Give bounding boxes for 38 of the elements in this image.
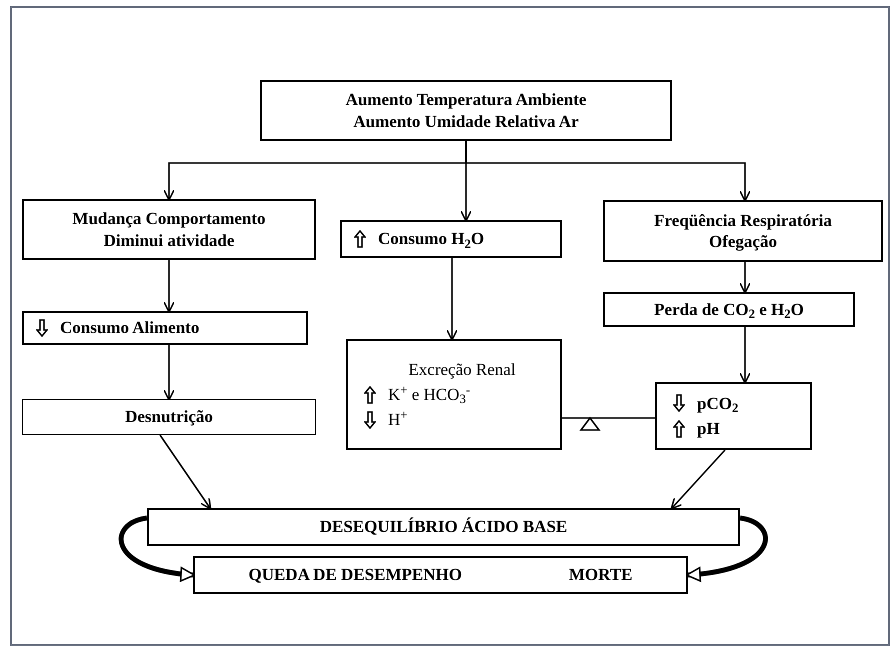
- process-box: [340, 220, 562, 258]
- node-text: Aumento Umidade Relativa Ar: [353, 110, 579, 132]
- process-box: [147, 508, 740, 546]
- arrow: [670, 449, 726, 510]
- node-text: Perda de CO$_{2}$ e H$_{2}$O: [654, 298, 804, 320]
- node-text: DESEQUILÍBRIO ÁCIDO BASE: [320, 516, 568, 538]
- node-text: H$^{+}$: [388, 409, 408, 430]
- process-box: [603, 200, 883, 262]
- node-text: pH: [697, 418, 720, 440]
- arrow: [446, 258, 458, 341]
- node-text: Diminui atividade: [104, 230, 234, 251]
- arrow: [163, 345, 175, 401]
- node-text: Aumento Temperatura Ambiente: [346, 89, 586, 110]
- node-text: Desnutrição: [125, 406, 213, 428]
- node-text: Consumo Alimento: [60, 317, 200, 339]
- process-box: [193, 556, 688, 594]
- process-box: [22, 199, 316, 260]
- node-text: MORTE: [568, 564, 633, 586]
- node-text: Consumo H$_{2}$O: [378, 228, 484, 250]
- process-box: [22, 311, 308, 345]
- process-box: [655, 382, 812, 450]
- node-text: pCO$_{2}$: [697, 392, 738, 414]
- node-text: Freqüência Respiratória: [654, 210, 832, 231]
- arrow: [465, 141, 751, 202]
- curved-arrow: [118, 516, 196, 582]
- node-text: Excreção Renal: [408, 358, 516, 380]
- process-box: [346, 339, 562, 450]
- arrow: [159, 434, 212, 510]
- node-text: Mudança Comportamento: [72, 208, 266, 230]
- node-text: QUEDA DE DESEMPENHO: [248, 564, 462, 586]
- arrow: [739, 262, 751, 294]
- arrow: [739, 327, 751, 384]
- process-box: [603, 292, 855, 327]
- process-box: [260, 80, 672, 141]
- balance-line: [562, 417, 655, 419]
- process-box: [22, 399, 316, 435]
- arrow: [163, 260, 175, 313]
- node-text: Ofegação: [709, 231, 777, 252]
